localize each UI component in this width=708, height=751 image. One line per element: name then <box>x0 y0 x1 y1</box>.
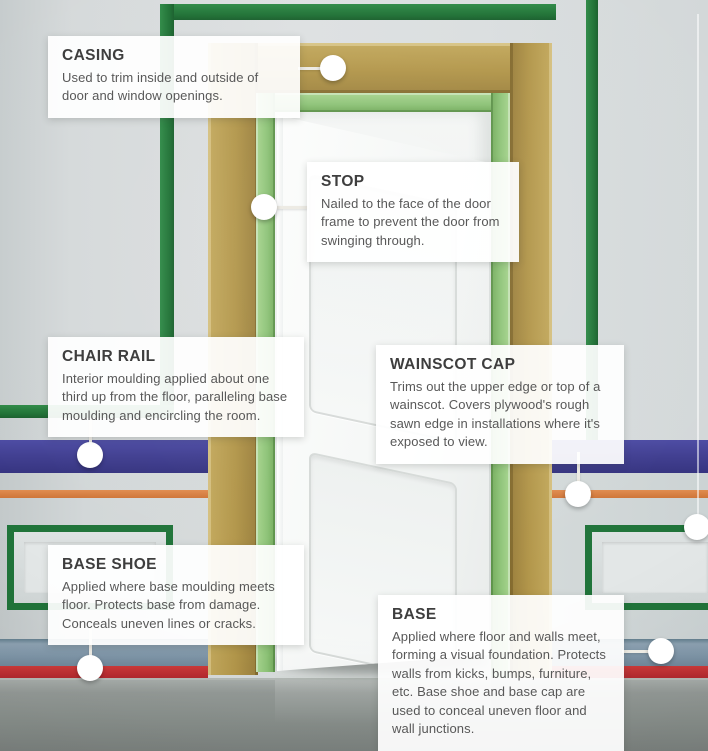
callout-title: BASE SHOE <box>62 556 157 573</box>
stop-connector-line <box>272 206 308 209</box>
base-shoe-moulding-left <box>0 666 208 678</box>
wall-frame-top-moulding <box>163 4 556 20</box>
callout-title: CASING <box>62 47 125 64</box>
wall-frame-right-moulding <box>586 0 598 440</box>
callout-title: CHAIR RAIL <box>62 348 156 365</box>
callout-chair-rail: CHAIR RAIL Interior moulding applied abo… <box>48 337 304 438</box>
callout-body: Applied where floor and walls meet, form… <box>392 629 606 737</box>
callout-stop: STOP Nailed to the face of the door fram… <box>307 162 519 263</box>
callout-body: Trims out the upper edge or top of a wai… <box>390 379 601 450</box>
wainscot-cap-right-connector-line <box>697 14 699 527</box>
door-jamb-stop-top <box>256 93 510 112</box>
callout-title: BASE <box>392 606 437 623</box>
callout-body: Applied where base moulding meets floor.… <box>62 579 275 631</box>
base-connector-dot <box>648 638 674 664</box>
wainscot-cap-connector-dot <box>565 481 591 507</box>
wainscot-panel-inset <box>602 542 708 593</box>
base-connector-line <box>622 650 650 653</box>
casing-connector-dot <box>320 55 346 81</box>
chair-rail-moulding-left <box>0 440 208 473</box>
casing-connector-line <box>298 67 322 70</box>
callout-casing: CASING Used to trim inside and outside o… <box>48 36 300 118</box>
wainscot-cap-connector-line <box>577 452 580 484</box>
callout-base-shoe: BASE SHOE Applied where base moulding me… <box>48 545 304 646</box>
wainscot-cap-moulding-left <box>0 490 208 498</box>
base-shoe-connector-dot <box>77 655 103 681</box>
wainscot-cap-moulding-right <box>552 490 708 498</box>
callout-base: BASE Applied where floor and walls meet,… <box>378 595 624 751</box>
callout-body: Used to trim inside and outside of door … <box>62 70 259 104</box>
wainscot-cap-right-connector-dot <box>684 514 708 540</box>
callout-wainscot-cap: WAINSCOT CAP Trims out the upper edge or… <box>376 345 624 464</box>
stop-connector-dot <box>251 194 277 220</box>
callout-body: Interior moulding applied about one thir… <box>62 371 288 423</box>
callout-title: WAINSCOT CAP <box>390 356 516 373</box>
callout-title: STOP <box>321 173 365 190</box>
callout-body: Nailed to the face of the door frame to … <box>321 196 500 248</box>
wainscot-panel-right <box>585 525 708 610</box>
chair-rail-connector-dot <box>77 442 103 468</box>
